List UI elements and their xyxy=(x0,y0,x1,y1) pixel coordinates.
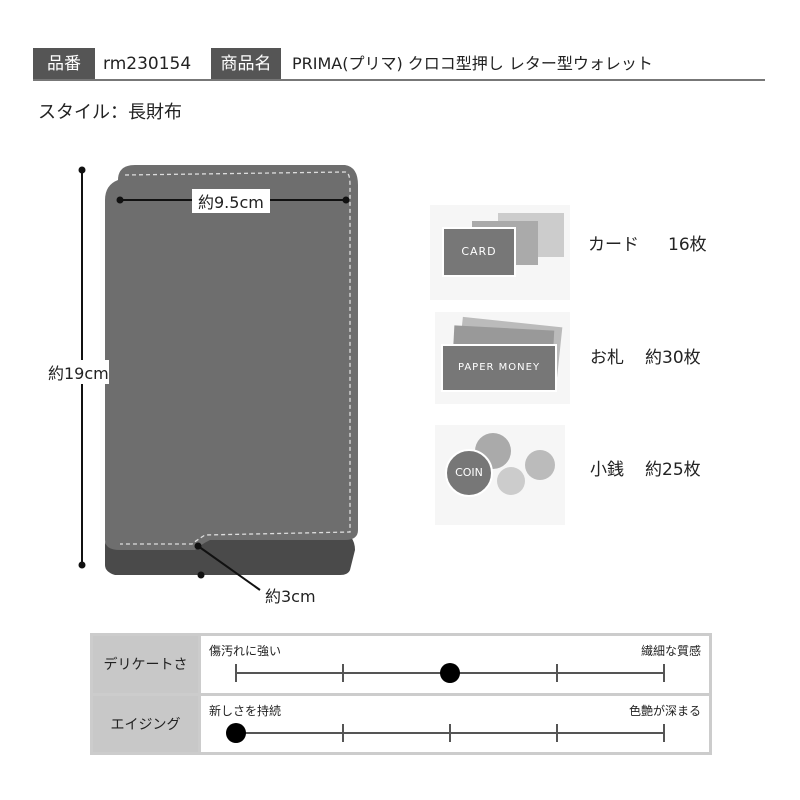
scale-tick xyxy=(342,723,344,742)
scale-tick xyxy=(663,664,665,682)
card-icon: CARD xyxy=(430,205,570,300)
money-capacity-label: お札 xyxy=(590,348,624,368)
product-code: rm230154 xyxy=(103,54,192,74)
paper-money-icon: PAPER MONEY xyxy=(435,312,570,404)
product-name: PRIMA(プリマ) クロコ型押し レター型ウォレット xyxy=(292,54,653,73)
money-capacity-count: 約30枚 xyxy=(645,348,701,368)
scale-right-label: 色艶が深まる xyxy=(628,703,701,718)
scale-tick xyxy=(449,723,451,742)
scale-left-label: 傷汚れに強い xyxy=(209,644,282,658)
style-line: スタイル：長財布 xyxy=(38,102,182,123)
width-dimension: 約9.5cm xyxy=(192,189,270,213)
scale-marker xyxy=(226,722,246,743)
code-label: 品番 xyxy=(33,48,95,80)
scale-tick xyxy=(663,723,665,742)
scale-row-delicacy: デリケートさ 傷汚れに強い 繊細な質感 xyxy=(90,633,712,696)
depth-dimension: 約3cm xyxy=(265,583,316,607)
scale-left-label: 新しさを持続 xyxy=(209,703,282,718)
scale-track xyxy=(226,722,665,743)
card-capacity-label: カード xyxy=(588,235,639,255)
scale-tick xyxy=(556,723,558,742)
name-label: 商品名 xyxy=(211,48,281,80)
scale-tick xyxy=(342,664,344,682)
scale-marker xyxy=(440,663,460,683)
scale-row-aging: エイジング 新しさを持続 色艶が深まる xyxy=(90,692,712,755)
scale-label: デリケートさ xyxy=(90,633,201,696)
scale-label: エイジング xyxy=(90,692,201,755)
scale-track xyxy=(235,663,665,683)
header-divider xyxy=(33,79,765,81)
scale-tick xyxy=(235,664,237,682)
height-dimension: 約19cm xyxy=(48,360,109,384)
characteristics-table: デリケートさ 傷汚れに強い 繊細な質感 エイジング 新しさを持続 色艶が深まる xyxy=(90,633,712,755)
coin-icon: COIN xyxy=(435,425,565,525)
coin-capacity-count: 約25枚 xyxy=(645,460,701,480)
scale-right-label: 繊細な質感 xyxy=(640,644,701,658)
card-capacity-count: 16枚 xyxy=(668,235,707,255)
scale-tick xyxy=(556,664,558,682)
coin-capacity-label: 小銭 xyxy=(590,460,624,480)
